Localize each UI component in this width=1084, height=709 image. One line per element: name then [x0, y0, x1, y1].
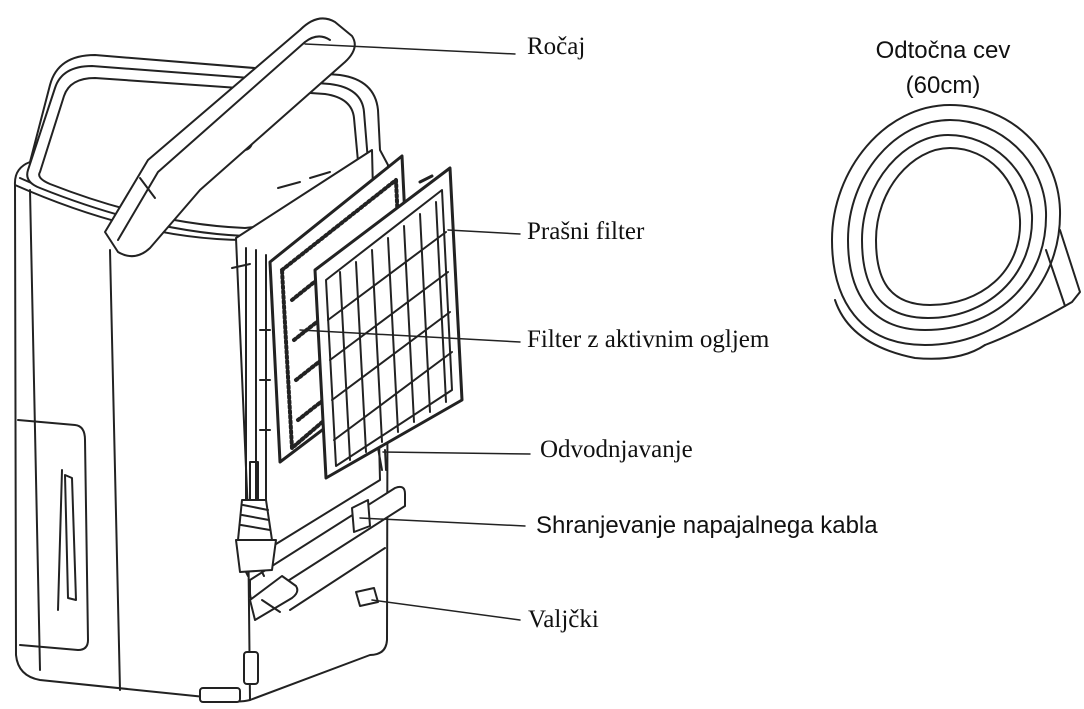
leader-line-carbon-filter: [300, 330, 520, 342]
leader-line-drainage: [383, 452, 530, 454]
label-drainage: Odvodnjavanje: [540, 436, 693, 463]
cable-storage-part: [236, 462, 405, 620]
leader-line-dust-filter: [448, 230, 520, 234]
leader-line-cable-storage: [360, 518, 525, 526]
label-carbon-filter: Filter z aktivnim ogljem: [527, 326, 770, 353]
hose-name: Odtočna cev: [875, 37, 1011, 64]
label-dust-filter: Prašni filter: [527, 218, 645, 245]
drain-outlet: [378, 448, 386, 470]
leader-line-handle: [305, 44, 515, 54]
label-wheels: Valjčki: [528, 606, 599, 633]
leader-lines: [300, 44, 530, 620]
hose-label: Odtočna cev (60cm): [858, 34, 1028, 104]
handle: [105, 18, 355, 256]
wheels-part: [356, 588, 378, 606]
label-handle: Ročaj: [527, 33, 586, 60]
hose-length: (60cm): [905, 71, 981, 99]
drain-hose-coil: [832, 105, 1080, 359]
label-cable-storage: Shranjevanje napajalnega kabla: [536, 512, 878, 539]
dust-filter-part: [315, 168, 462, 478]
leader-line-wheels: [372, 600, 520, 620]
